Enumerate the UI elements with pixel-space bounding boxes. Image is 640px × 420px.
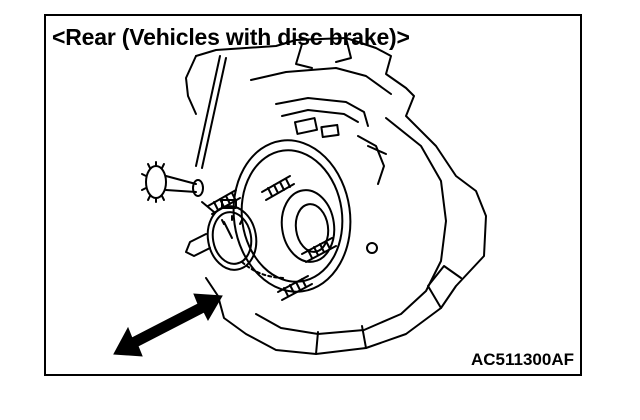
figure-caption: <Rear (Vehicles with disc brake)>	[52, 24, 410, 50]
backing-plate	[195, 37, 487, 355]
double-headed-arrow-icon	[113, 293, 223, 357]
dial-gauge-icon	[185, 199, 258, 271]
hub-bore	[280, 189, 336, 263]
hub-runout-illustration	[113, 37, 487, 357]
runout-arc	[241, 261, 287, 279]
diagram-frame: <Rear (Vehicles with disc brake)> AC5113…	[44, 14, 582, 376]
adjustment-knob	[141, 161, 204, 203]
wheel-studs	[207, 175, 337, 301]
gauge-stand-rod	[195, 55, 221, 167]
backing-plate-inner	[250, 67, 392, 95]
shoe-clip	[293, 117, 319, 135]
anchor-pin	[366, 242, 378, 254]
parking-brake-shoe	[275, 97, 369, 127]
figure-id: AC511300AF	[470, 350, 574, 369]
hub-flange	[232, 139, 352, 293]
